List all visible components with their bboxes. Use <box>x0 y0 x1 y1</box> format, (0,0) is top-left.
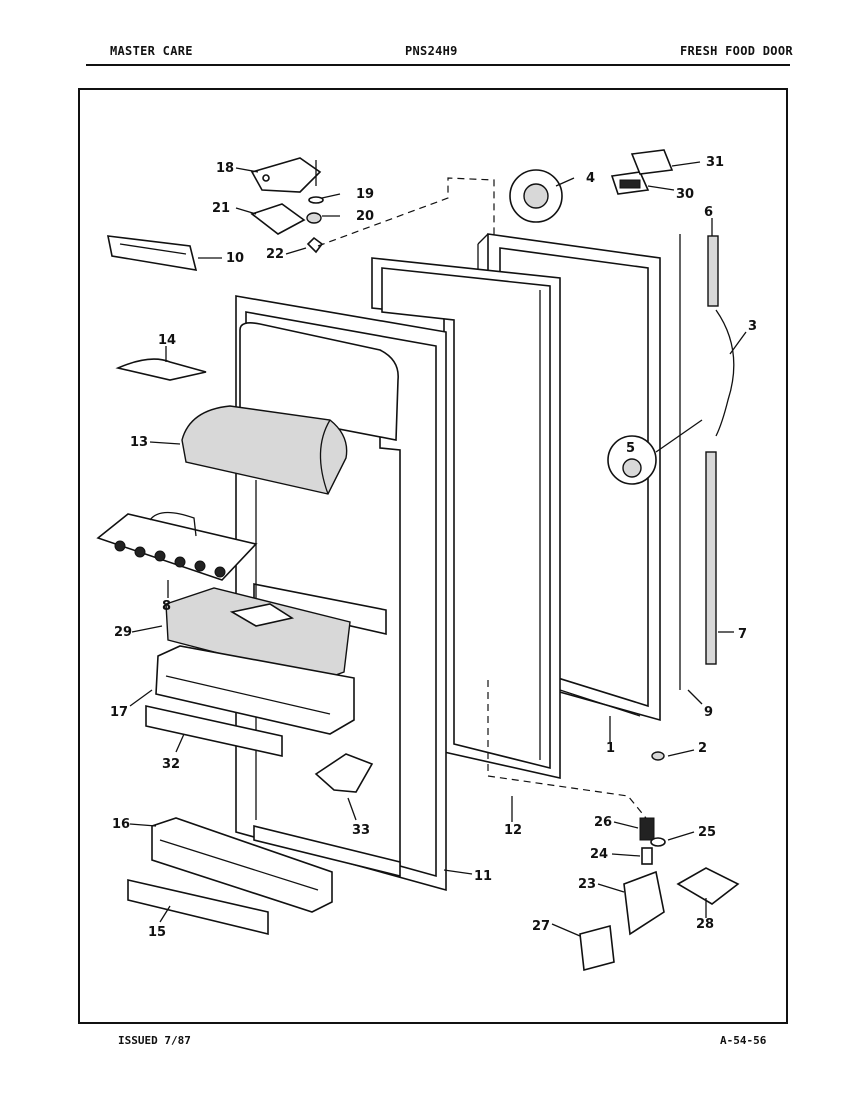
closure-cam <box>579 924 615 972</box>
harness-grommet <box>607 435 657 485</box>
seal-strip-lower <box>705 451 717 665</box>
callout-31: 31 <box>706 155 724 170</box>
bottom-hinge-bracket <box>623 870 665 936</box>
callout-3: 3 <box>748 319 757 334</box>
dairy-bin <box>155 645 355 735</box>
door-stop-bracket <box>106 235 198 271</box>
dairy-bin-cover <box>165 587 351 681</box>
top-hinge <box>250 157 322 193</box>
callout-30: 30 <box>676 187 694 202</box>
alignment-line-top <box>317 177 495 247</box>
callout-9: 9 <box>704 705 713 720</box>
callout-12: 12 <box>504 823 522 838</box>
cap-plug <box>651 751 665 761</box>
callout-21: 21 <box>212 201 230 216</box>
leader-lines <box>129 161 747 937</box>
bin-trim <box>145 705 283 757</box>
alignment-line-bottom <box>487 680 647 819</box>
callout-24: 24 <box>590 847 608 862</box>
cover-pad <box>630 149 674 175</box>
wire-harness <box>715 309 735 437</box>
callout-7: 7 <box>738 627 747 642</box>
cover-plate <box>610 171 650 195</box>
callout-4: 4 <box>586 171 595 186</box>
callout-25: 25 <box>698 825 716 840</box>
door-shelf <box>151 817 333 913</box>
callout-6: 6 <box>704 205 713 220</box>
callout-10: 10 <box>226 251 244 266</box>
hinge-washers <box>306 196 324 254</box>
callout-32: 32 <box>162 757 180 772</box>
callout-16: 16 <box>112 817 130 832</box>
callout-15: 15 <box>148 925 166 940</box>
callout-20: 20 <box>356 209 374 224</box>
callout-33: 33 <box>352 823 370 838</box>
callout-26: 26 <box>594 815 612 830</box>
callout-11: 11 <box>474 869 492 884</box>
callout-27: 27 <box>532 919 550 934</box>
callout-8: 8 <box>162 599 171 614</box>
callout-19: 19 <box>356 187 374 202</box>
header-model: PNS24H9 <box>405 44 458 58</box>
upper-shelf-clip <box>115 358 207 381</box>
callout-28: 28 <box>696 917 714 932</box>
callout-23: 23 <box>578 877 596 892</box>
bottom-hinge-bushing <box>639 817 655 841</box>
magnetic-seal-strip-top <box>707 235 719 307</box>
shelf-support <box>314 753 374 793</box>
callout-2: 2 <box>698 741 707 756</box>
callout-13: 13 <box>130 435 148 450</box>
hinge-plate <box>250 203 306 235</box>
header-section: FRESH FOOD DOOR <box>680 44 793 58</box>
header-rule <box>86 64 790 66</box>
hinge-pin <box>641 847 653 865</box>
callout-17: 17 <box>110 705 128 720</box>
footer-code: A-54-56 <box>720 1034 767 1047</box>
dairy-door <box>181 405 348 495</box>
callout-29: 29 <box>114 625 132 640</box>
shelf-trim <box>127 878 269 936</box>
egg-tray <box>96 511 258 581</box>
diagram-frame <box>78 88 788 1024</box>
hinge-mount-plate <box>676 867 740 905</box>
callout-5: 5 <box>626 441 635 456</box>
callout-22: 22 <box>266 247 284 262</box>
callout-18: 18 <box>216 161 234 176</box>
callout-1: 1 <box>606 741 615 756</box>
dispenser-assembly <box>509 169 563 223</box>
callout-14: 14 <box>158 333 176 348</box>
footer-issued: ISSUED 7/87 <box>118 1034 191 1047</box>
header-brand: MASTER CARE <box>110 44 193 58</box>
inner-door-liner <box>235 295 447 892</box>
hinge-washer-lower <box>650 837 666 847</box>
